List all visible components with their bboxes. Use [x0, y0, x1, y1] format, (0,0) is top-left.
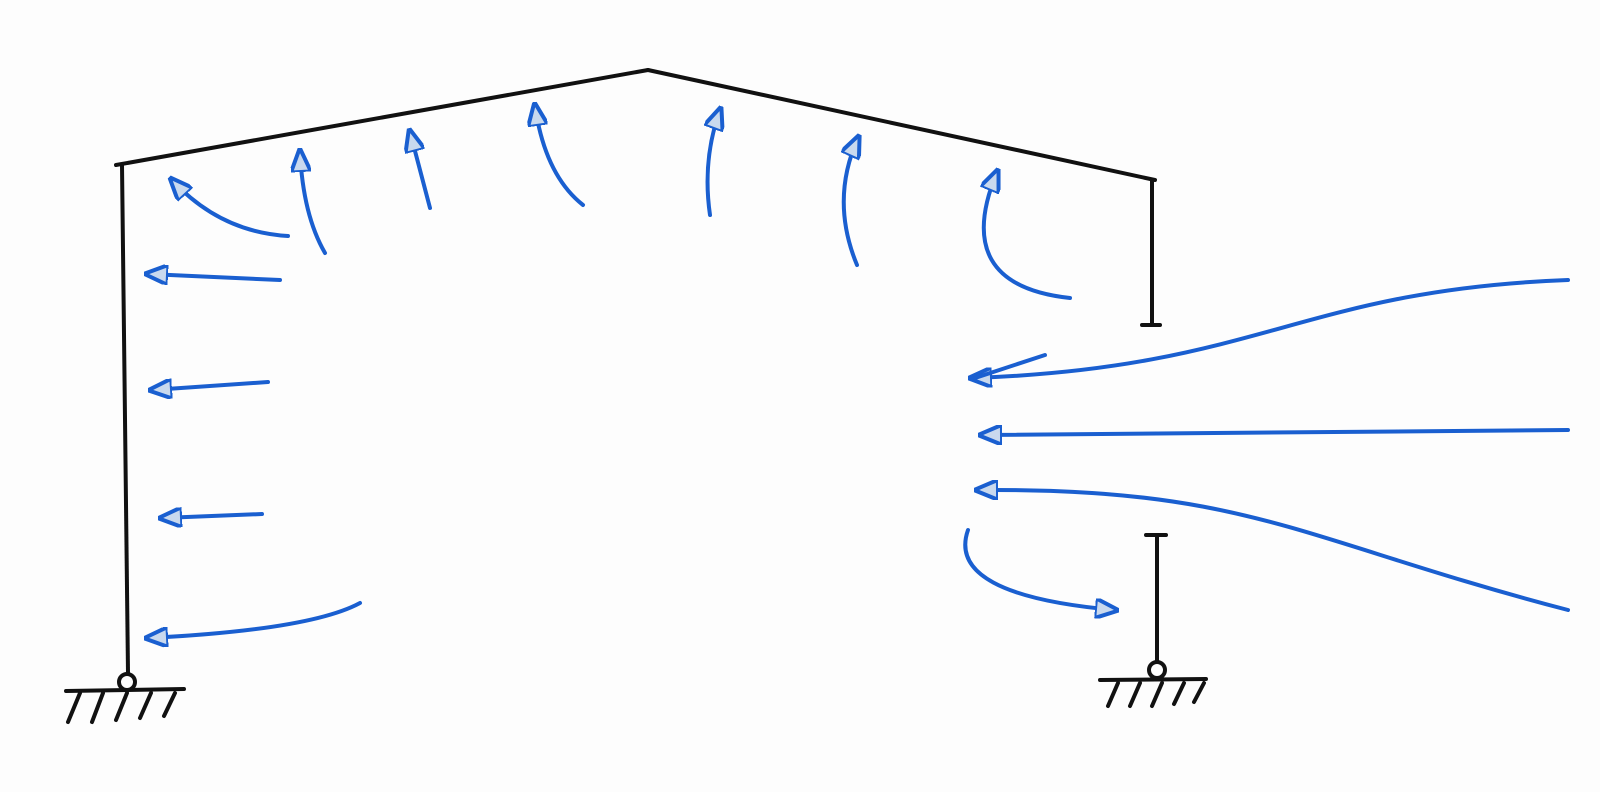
ground-hatching — [66, 691, 177, 724]
ground-line — [1098, 677, 1208, 682]
roof-flow — [172, 106, 1072, 300]
right-roof-rafter — [646, 68, 1157, 182]
flow-arrow — [972, 278, 1570, 378]
flow-arrow — [963, 528, 1115, 610]
ground-hatching — [1106, 681, 1206, 708]
flow-arrow — [300, 152, 327, 255]
flow-arrow — [152, 382, 270, 390]
pin-joint — [117, 672, 137, 692]
pinned-support-right — [1098, 660, 1208, 708]
flow-arrow — [535, 106, 585, 207]
incoming-wind-flow — [963, 278, 1570, 612]
flow-stroke — [973, 353, 1047, 380]
flow-arrow — [844, 138, 858, 267]
flow-arrow — [162, 514, 264, 518]
ground-line — [64, 687, 186, 693]
flow-arrow — [172, 180, 290, 238]
flow-arrow — [978, 490, 1570, 612]
flow-arrow — [984, 172, 1072, 300]
flow-arrow — [148, 601, 362, 638]
frame — [114, 68, 1168, 675]
flow-arrow — [148, 274, 282, 280]
pinned-support-left — [64, 672, 186, 724]
left-column — [120, 163, 130, 675]
flow-arrow — [708, 110, 720, 217]
flow-arrow — [982, 430, 1570, 435]
pin-joint — [1147, 660, 1167, 680]
flow-arrow — [410, 132, 432, 210]
left-roof-rafter — [114, 68, 650, 167]
left-wall-flow — [148, 274, 362, 638]
